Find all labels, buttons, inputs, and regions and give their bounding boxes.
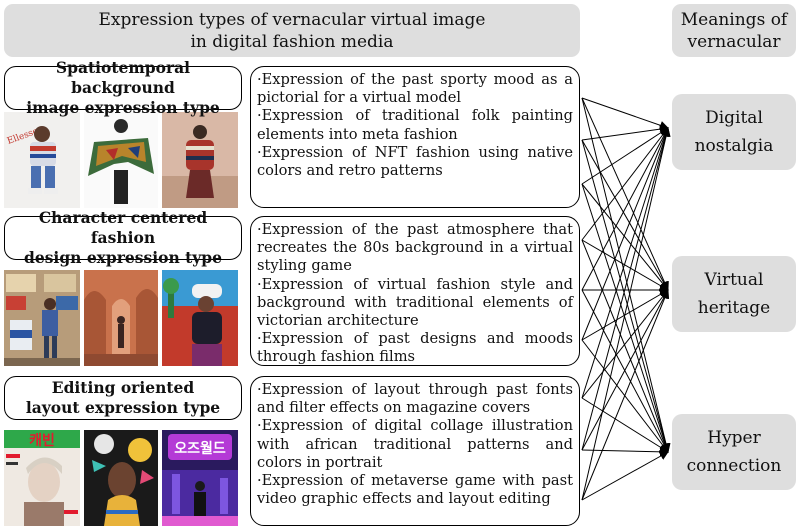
meaning-line1: Hyper [707, 428, 761, 448]
type-title-line1: Editing oriented [51, 378, 195, 397]
meaning-hyper-connection: Hyper connection [672, 414, 796, 490]
description-item: ·Expression of layout through past fonts… [257, 381, 573, 417]
description-item: ·Expression of NFT fashion using native … [257, 143, 573, 180]
image-folk-painting-fashion [84, 112, 158, 208]
description-item: ·Expression of digital collage illustrat… [257, 417, 573, 471]
main-header-line1: Expression types of vernacular virtual i… [98, 9, 486, 30]
type-title-line1: Spatiotemporal background [55, 58, 191, 97]
meaning-line1: Digital [705, 108, 763, 128]
description-item: ·Expression of past designs and moods th… [257, 330, 573, 366]
image-digital-collage-portrait [84, 430, 158, 526]
connector-arrow [581, 97, 671, 453]
meanings-header-line1: Meanings of [680, 9, 788, 30]
connector-arrow [581, 397, 669, 453]
image-nft-native-colors [162, 112, 238, 208]
connector-arrow [581, 127, 669, 291]
connector-arrow [581, 447, 669, 457]
connector-arrow [581, 289, 670, 501]
description-box-editing-oriented: ·Expression of layout through past fonts… [250, 376, 580, 526]
description-item: ·Expression of the past sporty mood as a… [257, 71, 573, 107]
type-title-line2: layout expression type [25, 398, 221, 417]
description-item: ·Expression of virtual fashion style and… [257, 275, 573, 330]
meaning-line2: heritage [697, 298, 771, 318]
meaning-virtual-heritage: Virtual heritage [672, 256, 796, 332]
image-80s-styling-game [4, 270, 80, 366]
connector-arrow [581, 139, 669, 291]
connector-arrow [581, 289, 669, 399]
meaning-line1: Virtual [704, 270, 764, 290]
image-sporty-virtual-model: Ellesse [4, 112, 80, 208]
magazine-masthead: 캐빈 [29, 433, 55, 449]
connector-arrow [581, 239, 670, 453]
description-item: ·Expression of the past atmosphere that … [257, 221, 573, 275]
connector-arrow [581, 183, 670, 453]
connector-arrow [581, 127, 669, 185]
meaning-digital-nostalgia: Digital nostalgia [672, 94, 796, 170]
image-fashion-film [162, 270, 238, 366]
type-title-character-centered: Character centered fashion design expres… [4, 208, 242, 267]
connector-arrow [581, 183, 669, 291]
connector-arrow [581, 124, 669, 141]
connector-arrow [581, 127, 669, 241]
image-magazine-cover: 캐빈 [4, 430, 80, 526]
connector-arrow [581, 127, 670, 399]
type-title-line2: design expression type [24, 248, 222, 267]
main-header: Expression types of vernacular virtual i… [4, 4, 580, 57]
image-victorian-architecture [84, 270, 158, 366]
connector-arrow [581, 127, 671, 451]
type-title-line1: Character centered fashion [38, 208, 208, 247]
connector-arrow [581, 97, 669, 130]
description-item: ·Expression of traditional folk painting… [257, 107, 573, 143]
type-title-spatiotemporal: Spatiotemporal background image expressi… [4, 58, 242, 117]
description-item: ·Expression of metaverse game with past … [257, 472, 573, 508]
connector-arrow [581, 127, 671, 501]
image-metaverse-game: 오즈월드 [162, 430, 238, 526]
connector-arrow [581, 97, 669, 291]
type-title-editing-oriented: Editing oriented layout expression type [4, 376, 242, 420]
connector-arrow [581, 451, 669, 501]
meanings-header: Meanings of vernacular [672, 4, 796, 57]
meanings-header-line2: vernacular [687, 31, 781, 52]
description-box-character-centered: ·Expression of the past atmosphere that … [250, 216, 580, 366]
connector-arrow [581, 139, 671, 453]
type-title-line2: image expression type [26, 98, 220, 117]
description-box-spatiotemporal: ·Expression of the past sporty mood as a… [250, 66, 580, 208]
connector-arrow [581, 127, 670, 341]
metaverse-game-title: 오즈월드 [174, 440, 226, 457]
connector-arrow [581, 289, 669, 451]
main-header-line2: in digital fashion media [190, 31, 394, 52]
connector-arrow [581, 239, 669, 291]
meaning-line2: connection [686, 456, 782, 476]
meaning-line2: nostalgia [694, 136, 774, 156]
